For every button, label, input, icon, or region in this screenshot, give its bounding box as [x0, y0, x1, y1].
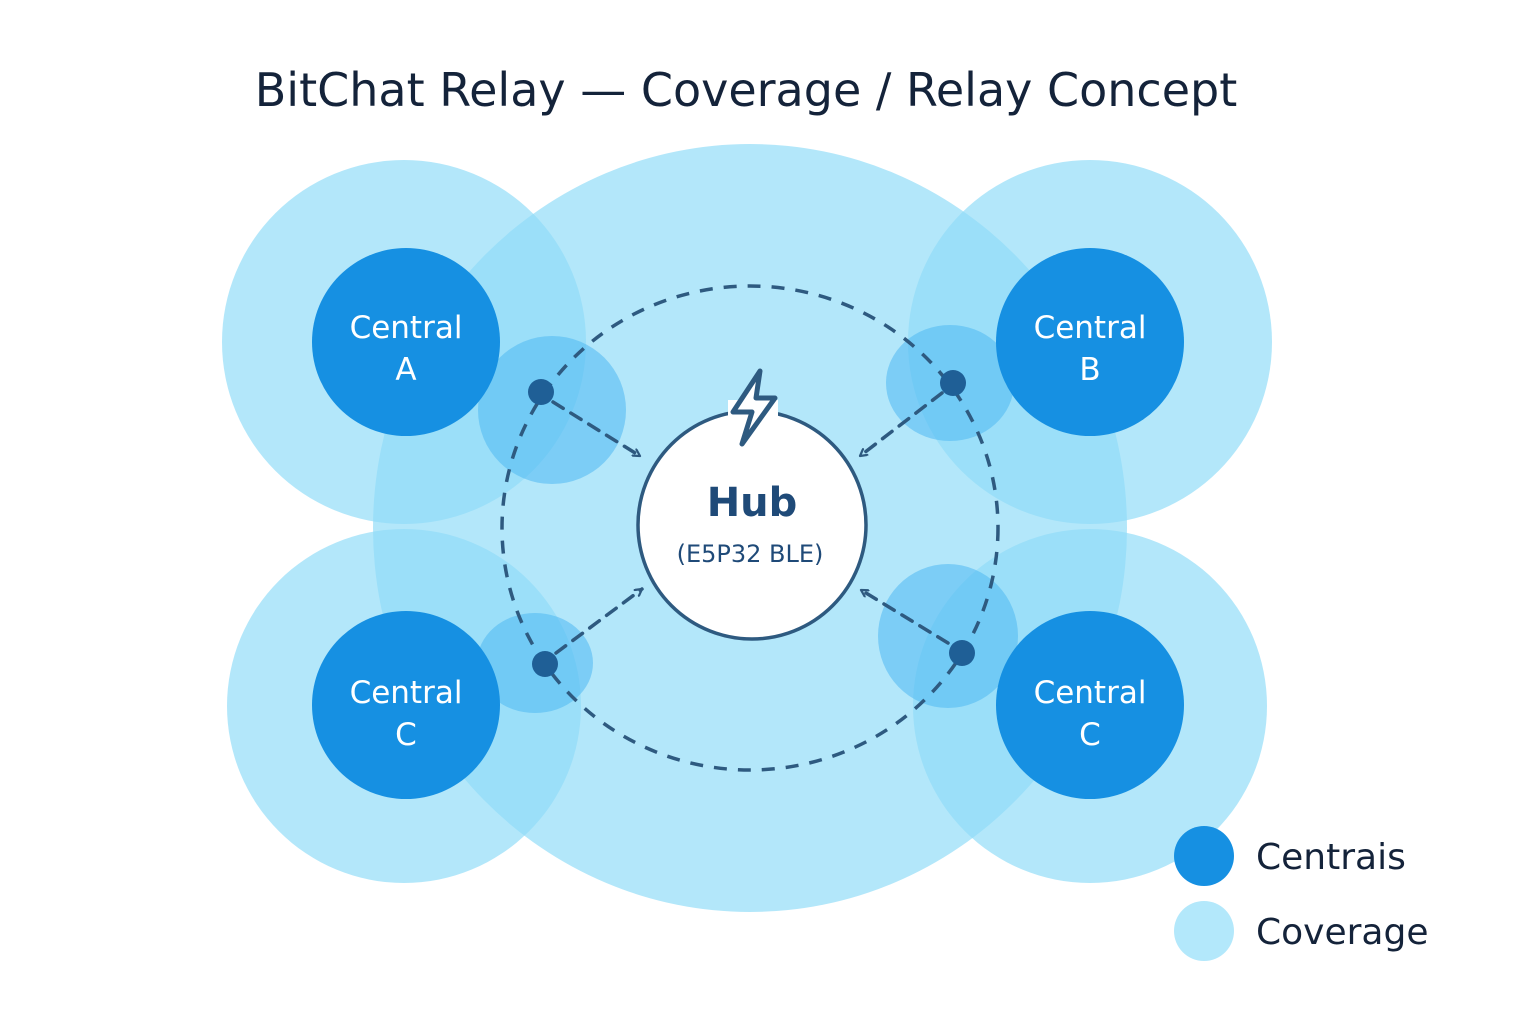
hub-title: Hub — [707, 480, 798, 526]
central-label-line2: C — [1079, 717, 1101, 753]
central-node-c-left: Central C — [312, 611, 500, 799]
relay-node-a — [528, 379, 554, 405]
lightning-bolt-icon — [730, 368, 778, 447]
central-node-c-right: Central C — [996, 611, 1184, 799]
link-arrow-b — [858, 391, 944, 458]
legend-centrals-label: Centrais — [1256, 837, 1406, 878]
central-label-line2: A — [395, 352, 416, 388]
link-arrow-a — [551, 400, 642, 458]
relay-node-c-right — [949, 640, 975, 666]
legend-centrals-swatch — [1174, 826, 1234, 886]
legend-coverage-label: Coverage — [1256, 912, 1428, 953]
link-arrow-c-right — [859, 588, 950, 645]
central-circle — [996, 611, 1184, 799]
relay-node-b — [940, 370, 966, 396]
hub-subtitle: (E5P32 BLE) — [677, 540, 824, 568]
relay-zone-bottom-right — [878, 564, 1018, 708]
central-label-line2: B — [1079, 352, 1100, 388]
central-label-line1: Central — [1034, 675, 1147, 711]
central-label-line1: Central — [1034, 310, 1147, 346]
legend-coverage-swatch — [1174, 901, 1234, 961]
central-circle — [996, 248, 1184, 436]
relay-zone-top-left — [478, 336, 626, 484]
relay-ring — [500, 284, 1000, 772]
central-circle — [312, 611, 500, 799]
page-title: BitChat Relay — Coverage / Relay Concept — [255, 63, 1238, 117]
relay-node-c-left — [532, 651, 558, 677]
link-arrow-c-left — [554, 587, 644, 655]
central-node-a: Central A — [312, 248, 500, 436]
central-node-b: Central B — [996, 248, 1184, 436]
relay-nodes — [528, 370, 975, 677]
central-label-line1: Central — [350, 310, 463, 346]
central-circle — [312, 248, 500, 436]
legend: Centrais Coverage — [1174, 826, 1428, 961]
central-label-line2: C — [395, 717, 417, 753]
central-label-line1: Central — [350, 675, 463, 711]
relay-links — [551, 391, 950, 655]
hub-node: Hub (E5P32 BLE) — [636, 368, 868, 641]
